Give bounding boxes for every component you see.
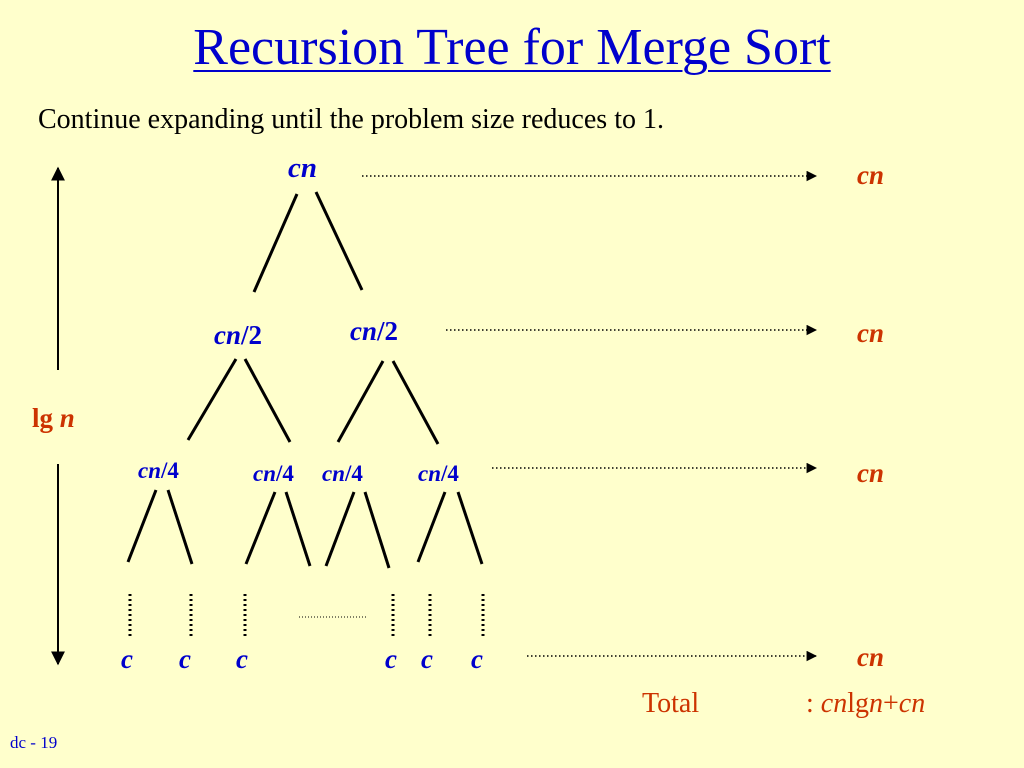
slide-title: Recursion Tree for Merge Sort (193, 19, 831, 76)
node-suffix: /2 (377, 316, 399, 346)
leaf-node: c (121, 644, 133, 674)
node-var: cn (253, 461, 276, 486)
node-suffix: /4 (441, 461, 459, 486)
edge-l2d-right (456, 491, 484, 565)
node-var: cn (138, 458, 161, 483)
edge-l2c-right (363, 491, 391, 569)
total-term2: cn (898, 688, 926, 719)
edge-l2a-left (126, 489, 158, 563)
total-var: n (869, 688, 883, 719)
total-colon: : (806, 688, 821, 719)
node-suffix: /4 (161, 458, 179, 483)
node-level2-1: cn/4 (138, 458, 179, 484)
node-level2-3: cn/4 (322, 461, 363, 487)
total-expression: : cnlgn+cn (806, 688, 925, 720)
edge-l1a-right (243, 358, 292, 443)
slide-footer: dc - 19 (10, 733, 58, 752)
node-level1-left: cn/2 (214, 320, 262, 351)
edge-l1b-right (391, 360, 440, 445)
node-root: cn (288, 152, 317, 185)
edge-root-left (252, 193, 299, 293)
total-term1: cn (820, 688, 848, 719)
level-cost-2: cn (857, 458, 884, 488)
node-suffix: /4 (276, 461, 294, 486)
node-var: cn (288, 152, 317, 184)
node-level1-right: cn/2 (350, 316, 398, 347)
total-log: lg (847, 688, 869, 719)
node-var: cn (350, 316, 377, 346)
height-prefix: lg (32, 403, 60, 433)
level-cost-0: cn (857, 160, 884, 190)
edge-l2b-left (244, 491, 277, 565)
node-var: cn (214, 320, 241, 350)
leaf-node: c (179, 644, 191, 674)
total-label: Total (642, 688, 700, 719)
edge-root-right (314, 191, 364, 291)
node-var: cn (418, 461, 441, 486)
node-suffix: /4 (345, 461, 363, 486)
node-var: cn (322, 461, 345, 486)
height-var: n (59, 403, 75, 433)
node-level2-2: cn/4 (253, 461, 294, 487)
edge-l2d-left (416, 491, 447, 563)
edge-l2b-right (284, 491, 312, 567)
level-cost-3: cn (857, 642, 884, 672)
total-plus: + (883, 688, 899, 719)
leaf-node: c (471, 644, 483, 674)
leaf-node: c (421, 644, 433, 674)
leaf-node: c (385, 644, 397, 674)
leaf-node: c (236, 644, 248, 674)
edge-l1a-left (186, 358, 238, 441)
node-level2-4: cn/4 (418, 461, 459, 487)
node-suffix: /2 (241, 320, 263, 350)
edge-l1b-left (336, 360, 385, 443)
edge-l2a-right (166, 489, 194, 565)
level-cost-1: cn (857, 318, 884, 348)
slide-subtitle: Continue expanding until the problem siz… (38, 104, 664, 135)
tree-height-label: lg n (32, 403, 75, 434)
edge-l2c-left (324, 491, 356, 567)
